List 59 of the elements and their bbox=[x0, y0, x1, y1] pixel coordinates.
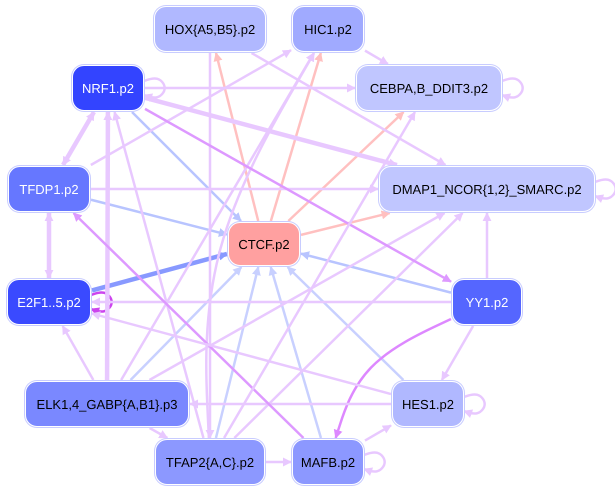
arrow bbox=[206, 53, 214, 439]
arrow bbox=[270, 52, 323, 222]
arrow bbox=[144, 96, 398, 168]
arrow bbox=[364, 50, 389, 66]
arrow bbox=[91, 298, 451, 306]
arrow bbox=[594, 178, 615, 203]
arrow bbox=[463, 393, 486, 418]
node-box: HOX{A5,B5}.p2 bbox=[154, 6, 266, 52]
node-box: CTCF.p2 bbox=[228, 222, 300, 266]
node-box: ELK1,4_GABP{A,B1}.p3 bbox=[25, 381, 189, 427]
arrow bbox=[91, 252, 228, 293]
arrow bbox=[145, 84, 356, 92]
arrow bbox=[143, 77, 166, 102]
arrow bbox=[266, 458, 292, 466]
arrow bbox=[287, 111, 404, 222]
node-box: MAFB.p2 bbox=[292, 439, 364, 485]
arrow bbox=[300, 210, 391, 236]
arrow bbox=[131, 111, 242, 222]
node-box: CEBPA,B_DDIT3.p2 bbox=[356, 65, 502, 111]
node-box: TFAP2{A,C}.p2 bbox=[155, 439, 265, 485]
node-box: NRF1.p2 bbox=[72, 65, 144, 111]
arrow bbox=[233, 212, 464, 439]
arrow bbox=[90, 198, 228, 237]
arrow bbox=[148, 212, 446, 382]
node-box: YY1.p2 bbox=[452, 279, 522, 325]
arrow bbox=[440, 325, 474, 381]
arrow bbox=[90, 291, 113, 316]
arrow bbox=[44, 212, 54, 279]
arrow bbox=[363, 451, 386, 476]
arrow bbox=[222, 111, 416, 439]
arrow bbox=[72, 212, 304, 439]
node-box: DMAP1_NCOR{1,2}_SMARC.p2 bbox=[379, 166, 595, 212]
arrow bbox=[144, 108, 452, 283]
arrow bbox=[364, 424, 392, 442]
node-box: HIC1.p2 bbox=[292, 6, 364, 52]
arrow bbox=[91, 311, 392, 396]
arrow bbox=[214, 52, 260, 222]
node-box: E2F1..5.p2 bbox=[7, 279, 91, 325]
arrow bbox=[90, 49, 292, 166]
arrow bbox=[61, 110, 96, 166]
arrow bbox=[482, 212, 492, 278]
arrow bbox=[300, 251, 452, 294]
arrow bbox=[205, 52, 316, 438]
arrow bbox=[250, 52, 446, 166]
arrow bbox=[334, 318, 452, 439]
arrow bbox=[214, 266, 261, 438]
node-box: HES1.p2 bbox=[392, 381, 464, 427]
arrow bbox=[112, 111, 205, 438]
arrow bbox=[189, 400, 391, 408]
arrow bbox=[286, 266, 404, 381]
arrow bbox=[91, 184, 379, 194]
arrow bbox=[149, 426, 168, 440]
arrow bbox=[130, 266, 242, 381]
node-box: TFDP1.p2 bbox=[8, 166, 90, 212]
arrow bbox=[62, 325, 94, 381]
arrow bbox=[120, 52, 315, 381]
arrow bbox=[268, 266, 322, 438]
arrow bbox=[103, 111, 112, 380]
arrow bbox=[501, 77, 524, 102]
